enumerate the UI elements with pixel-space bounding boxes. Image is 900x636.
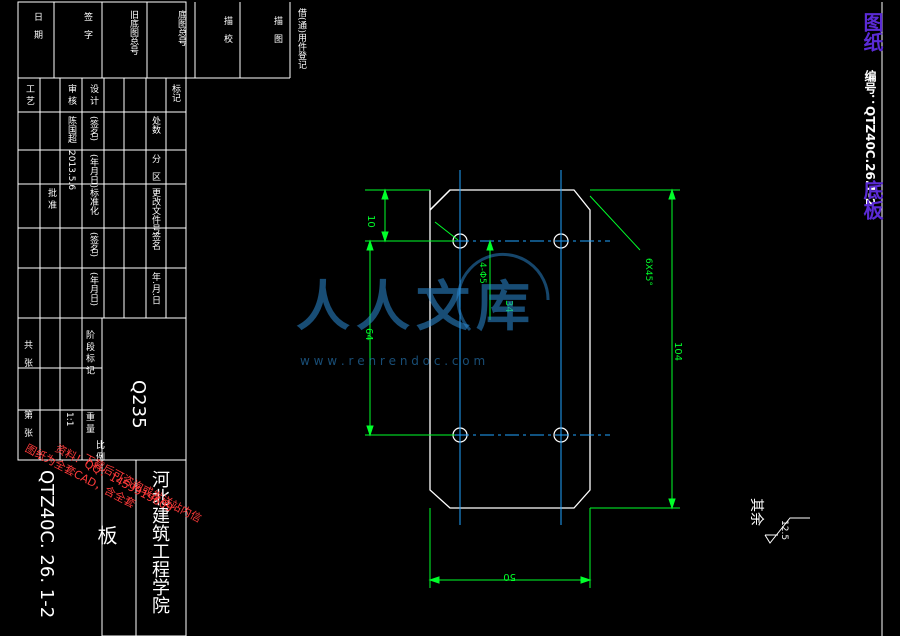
tb-check-trace: 描 校 xyxy=(222,16,232,43)
tb-change-no: 更改文件号 xyxy=(150,188,160,233)
material-label: Q235 xyxy=(128,380,149,429)
tb-stage: 阶 段 标 记 xyxy=(84,330,94,375)
rest-label: 其余 xyxy=(748,498,765,526)
watermark-brand: 人人文库 xyxy=(296,275,536,338)
watermark-logo xyxy=(456,252,550,332)
dim-holes: 4-Φ5 xyxy=(477,262,487,284)
dimension-lines xyxy=(365,188,680,588)
tb-standard: 标准化 xyxy=(88,188,98,215)
tb-old-base-no: 旧底图总号 xyxy=(128,10,138,55)
tb-standard-date: (年月日) xyxy=(88,272,98,307)
drawing-title-number: 编号：QTZ40C.26.1-2 xyxy=(862,70,879,206)
drawing-title-end: 底板 xyxy=(858,180,887,220)
roughness-symbol xyxy=(764,517,810,544)
tb-sign-header: 签 字 xyxy=(82,12,92,39)
roughness-value: 12.5 xyxy=(779,520,789,540)
tb-design: 设 计 xyxy=(88,84,98,105)
tb-craft: 工 艺 xyxy=(24,84,34,105)
tb-mark: 标记 xyxy=(170,84,180,102)
dim-64: 64 xyxy=(363,328,374,341)
tb-date-header: 日 期 xyxy=(32,12,42,39)
tb-standard-sign: (签名) xyxy=(88,232,98,258)
part-name: 板 xyxy=(94,525,118,545)
tb-base-no: 底图总号 xyxy=(176,10,186,46)
tb-date-value: 2013.5.6 xyxy=(66,150,76,191)
tb-ymd: 年.月.日 xyxy=(150,272,160,305)
drawing-number: QTZ40C. 26. 1-2 xyxy=(36,470,57,619)
tb-sheet-total: 共 张 xyxy=(22,340,32,367)
dim-50: 50 xyxy=(503,571,516,582)
tb-zone: 分 区 xyxy=(150,154,160,181)
watermark-url: w w w . r e n r e n d o c . c o m xyxy=(300,354,486,368)
part-outline xyxy=(429,189,591,509)
drawing-title-short: 图纸 xyxy=(860,12,884,52)
tb-name: 陈国超 xyxy=(66,116,76,143)
dim-10: 10 xyxy=(365,215,376,228)
title-block xyxy=(17,1,291,636)
tb-design-sign: (签名) xyxy=(88,116,98,142)
tb-borrow-reg: 借(通)用件登记 xyxy=(296,8,306,70)
tb-design-date: (年月日) xyxy=(88,154,98,189)
tb-weight: 重 量 xyxy=(84,412,94,433)
dim-104: 104 xyxy=(672,342,683,361)
drawing-title-big: 图纸 xyxy=(858,12,887,52)
drawing-title-number-text: 编号：QTZ40C.26.1-2 xyxy=(863,70,877,207)
tb-signature: 签名 xyxy=(150,232,160,250)
tb-scale-label: 比 例 xyxy=(94,440,104,461)
tb-scale: 1:1 xyxy=(64,412,74,427)
dim-34: 34 xyxy=(503,300,514,313)
center-lines xyxy=(430,170,610,525)
drawing-title-end-text: 底板 xyxy=(860,180,884,220)
institution-name: 河北建筑工程学院 xyxy=(149,470,170,614)
dim-chamfer: 6X45° xyxy=(643,258,653,286)
tb-count: 处数 xyxy=(150,116,160,134)
tb-sheet-no: 第 张 xyxy=(22,410,32,437)
tb-review: 审 核 xyxy=(66,84,76,105)
tb-approve: 批 准 xyxy=(46,188,56,209)
tb-trace: 描 图 xyxy=(272,16,282,43)
